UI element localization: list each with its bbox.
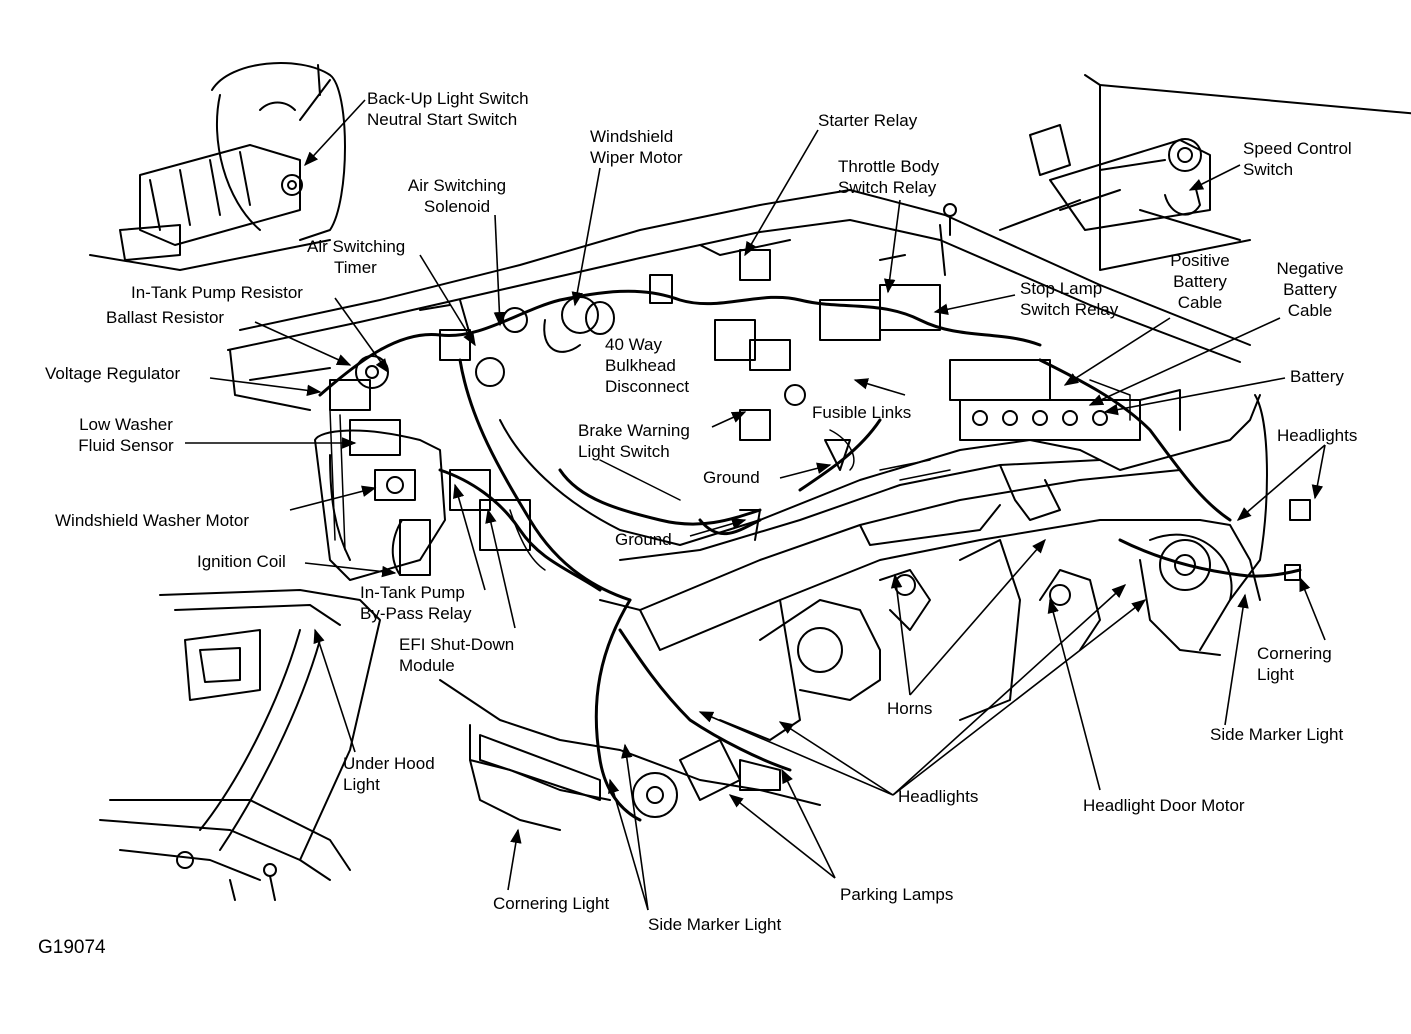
misc-detail	[330, 380, 1130, 570]
inset-transmission-illustration	[90, 63, 345, 270]
firewall-components	[330, 204, 1180, 540]
leader-negative-cable	[1088, 318, 1280, 405]
leader-bypass-relay	[453, 483, 485, 590]
leader-horns-b	[910, 538, 1046, 695]
leader-voltage-regulator	[210, 378, 322, 397]
leader-throttle-body-relay	[883, 200, 900, 294]
leader-ballast-resistor	[255, 322, 352, 365]
label-backup-light-switch: Back-Up Light Switch Neutral Start Switc…	[367, 89, 529, 129]
leader-side-marker-front-b	[621, 743, 648, 910]
leader-cornering-front	[508, 828, 522, 890]
leader-headlights-front-c	[893, 584, 1127, 795]
leader-ignition-coil	[305, 563, 397, 578]
leader-ground-upper	[780, 462, 832, 478]
label-positive-battery-cable: Positive Battery Cable	[1170, 251, 1230, 312]
front-bumper	[440, 500, 1310, 830]
label-low-washer-fluid-sensor: Low Washer Fluid Sensor	[78, 415, 174, 455]
line-art	[90, 63, 1411, 900]
label-side-marker-light-front: Side Marker Light	[648, 915, 782, 934]
label-ground-upper: Ground	[703, 468, 760, 487]
leader-lines	[185, 100, 1325, 910]
leader-door-motor	[1047, 598, 1100, 790]
leader-headlights-front-d	[893, 599, 1147, 795]
leader-parking-lamps-b	[782, 768, 835, 878]
leader-headlights-right-b	[1311, 445, 1325, 500]
label-speed-control-switch: Speed Control Switch	[1243, 139, 1352, 179]
label-voltage-regulator: Voltage Regulator	[45, 364, 181, 383]
label-starter-relay: Starter Relay	[818, 111, 918, 130]
leader-stop-lamp-relay	[933, 295, 1015, 315]
label-negative-battery-cable: Negative Battery Cable	[1276, 259, 1344, 320]
leader-fusible-links	[853, 378, 905, 395]
leader-side-marker-right	[1225, 593, 1249, 725]
label-fusible-links: Fusible Links	[812, 403, 912, 422]
leader-horns-a	[890, 573, 910, 695]
leader-air-switching-timer	[420, 255, 476, 347]
label-air-switching-solenoid: Air Switching Solenoid	[407, 176, 507, 216]
label-windshield-washer-motor: Windshield Washer Motor	[55, 511, 249, 530]
label-under-hood-light: Under Hood Light	[343, 754, 435, 794]
label-parking-lamps: Parking Lamps	[840, 885, 954, 904]
label-headlights-front: Headlights	[898, 787, 979, 806]
leader-speed-control	[1188, 165, 1240, 190]
label-40-way-bulkhead-disconnect: 40 Way Bulkhead Disconnect	[605, 335, 690, 396]
label-efi-shutdown-module: EFI Shut-Down Module	[399, 635, 515, 675]
label-air-switching-timer: Air Switching Timer	[307, 237, 406, 277]
leader-under-hood-light	[313, 628, 355, 752]
label-in-tank-pump-bypass-relay: In-Tank Pump By-Pass Relay	[360, 583, 472, 623]
label-ballast-resistor: Ballast Resistor	[106, 308, 225, 327]
label-headlight-door-motor: Headlight Door Motor	[1083, 796, 1245, 815]
leader-cornering-right	[1300, 576, 1325, 640]
leader-wiper-motor	[571, 168, 600, 307]
label-cornering-light-right: Cornering Light	[1257, 644, 1332, 684]
radiator-support	[500, 395, 1267, 655]
inset-speed-control-illustration	[940, 75, 1411, 275]
label-headlights-right: Headlights	[1277, 426, 1358, 445]
label-side-marker-light-right: Side Marker Light	[1210, 725, 1344, 744]
leader-efi-module	[485, 508, 515, 628]
label-throttle-body-switch-relay: Throttle Body Switch Relay	[838, 157, 940, 197]
leader-backup-switch	[304, 100, 365, 167]
leader-washer-motor	[290, 485, 377, 510]
label-stop-lamp-switch-relay: Stop Lamp Switch Relay	[1020, 279, 1119, 319]
leader-parking-lamps-a	[728, 794, 835, 878]
leader-side-marker-front-a	[608, 778, 648, 910]
label-battery: Battery	[1290, 367, 1344, 386]
leader-headlights-right-a	[1236, 445, 1325, 521]
label-horns: Horns	[887, 699, 933, 718]
figure-id: G19074	[38, 937, 106, 958]
label-cornering-light-front: Cornering Light	[493, 894, 610, 913]
leader-headlights-front-a	[778, 721, 893, 795]
leader-brake-switch	[712, 412, 747, 427]
leader-battery	[1103, 378, 1285, 416]
leader-starter-relay	[744, 130, 818, 257]
leader-positive-cable	[1063, 318, 1170, 386]
label-in-tank-pump-resistor: In-Tank Pump Resistor	[131, 283, 303, 302]
leader-headlights-front-b	[698, 712, 893, 795]
label-windshield-wiper-motor: Windshield Wiper Motor	[590, 127, 683, 167]
label-ground-lower: Ground	[615, 530, 672, 549]
leader-ground-lower	[690, 518, 747, 536]
leader-air-switching-solenoid	[493, 215, 506, 327]
leader-pump-resistor	[335, 298, 389, 374]
label-ignition-coil: Ignition Coil	[197, 552, 286, 571]
label-brake-warning-light-switch: Brake Warning Light Switch	[578, 421, 690, 461]
inset-under-hood-illustration	[100, 590, 380, 900]
